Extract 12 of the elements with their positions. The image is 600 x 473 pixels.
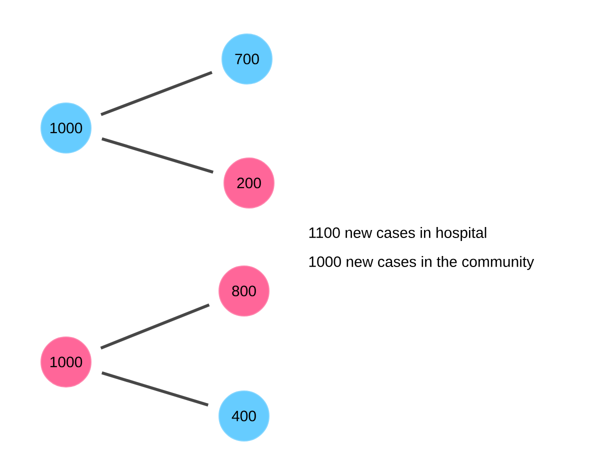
circle-node: 400: [218, 390, 270, 442]
line: [101, 371, 209, 407]
line: [100, 70, 212, 116]
circle-node: 200: [224, 158, 274, 208]
line: [101, 137, 214, 174]
note: 1000 new cases in the community: [309, 256, 534, 270]
circle-node: 700: [222, 34, 272, 84]
circle-node: 1000: [40, 336, 92, 388]
line: [100, 303, 210, 350]
circle-node: 1000: [40, 102, 92, 154]
circle-node: 800: [218, 265, 270, 316]
note: 1100 new cases in hospital: [309, 227, 486, 241]
